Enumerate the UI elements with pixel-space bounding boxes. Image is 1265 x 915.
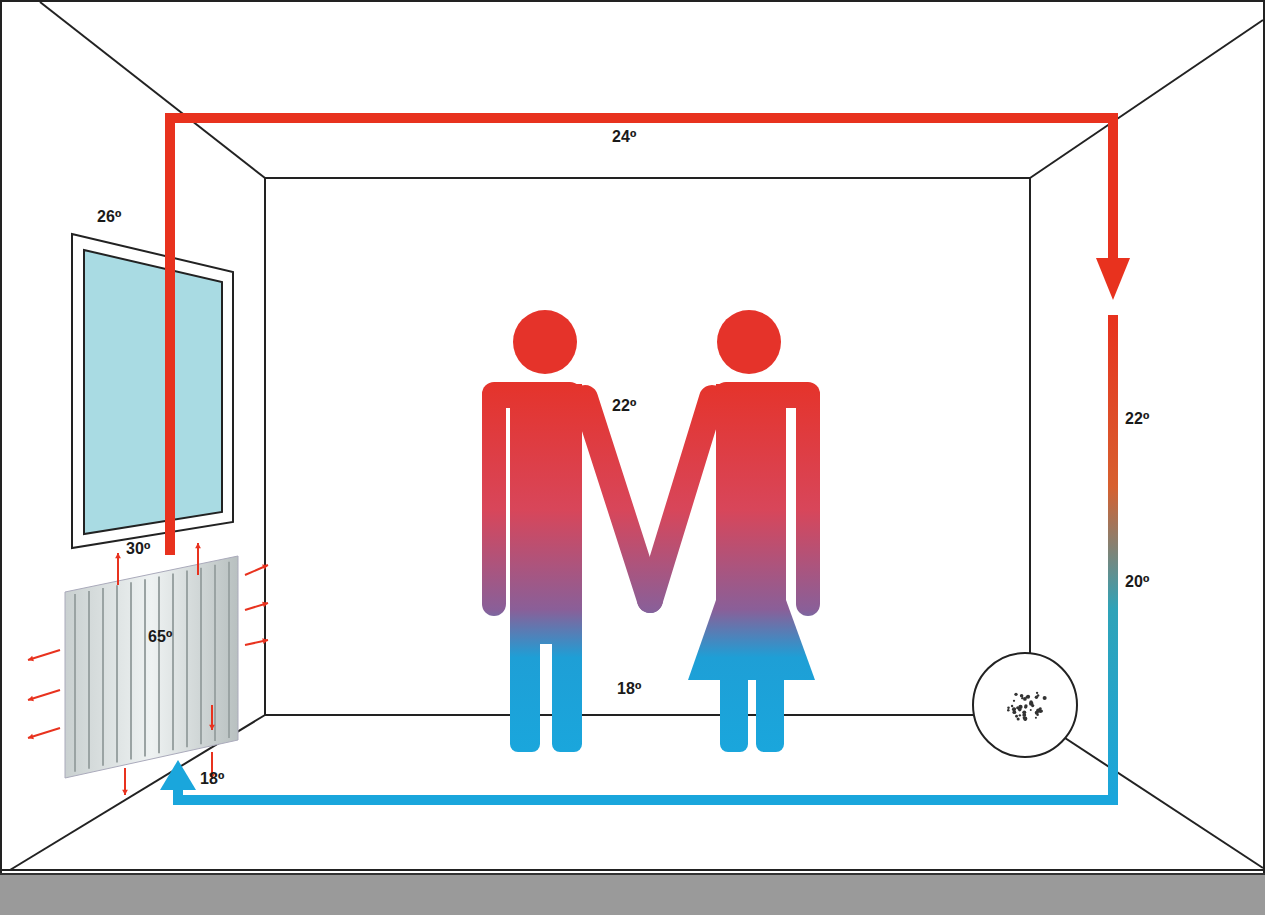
temperature-label: 22⁰ [1125, 410, 1150, 428]
temperature-label: 26⁰ [97, 208, 122, 226]
temperature-label: 22⁰ [612, 397, 637, 415]
temperature-label: 18⁰ [200, 770, 225, 788]
temperature-label: 20⁰ [1125, 573, 1150, 591]
temperature-label: 24⁰ [612, 128, 637, 146]
temperature-label: 65⁰ [148, 628, 173, 646]
temperature-label: 30⁰ [126, 540, 151, 558]
temperature-label: 18⁰ [617, 680, 642, 698]
